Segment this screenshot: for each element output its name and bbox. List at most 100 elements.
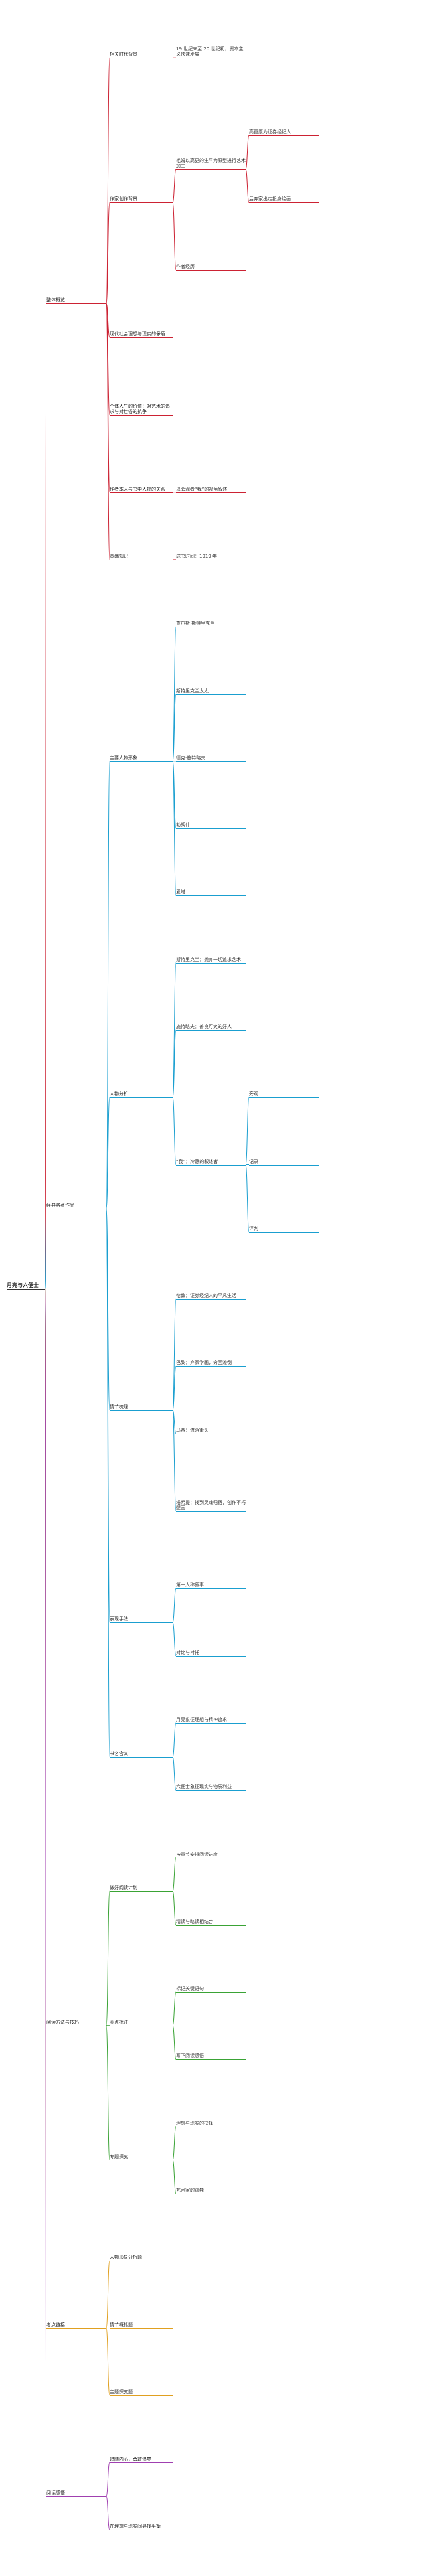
- topic-node: 表现手法: [110, 1616, 173, 1624]
- connector-line: [106, 2496, 110, 2530]
- connector-line: [172, 169, 177, 203]
- topic-node: 基础知识: [110, 554, 173, 560]
- topic-node: 斯特里克兰太太: [176, 688, 246, 695]
- connector-line: [106, 303, 110, 560]
- connector-line: [172, 761, 177, 896]
- connector-line: [106, 1208, 110, 1758]
- topic-node: 做好阅读计划: [110, 1885, 173, 1892]
- connector-line: [172, 1756, 177, 1791]
- connector-line: [172, 2025, 177, 2060]
- topic-node: 勃朗什: [176, 822, 246, 830]
- connector-line: [172, 202, 177, 271]
- connector-line: [172, 1029, 177, 1098]
- connector-line: [245, 1164, 250, 1233]
- topic-node: 斯特里克兰：抛弃一切追求艺术: [176, 957, 246, 964]
- branch-node: 阅读感悟: [46, 2490, 106, 2497]
- topic-node: 按章节安排阅读进度: [176, 1852, 246, 1858]
- connector-line: [172, 694, 177, 762]
- connector-line: [172, 1365, 177, 1411]
- connector-line: [106, 761, 110, 1209]
- topic-node: 高更原为证券经纪人: [249, 129, 319, 137]
- connector-line: [172, 2126, 177, 2160]
- topic-node: 作者经历: [176, 264, 246, 271]
- connector-line: [172, 1622, 177, 1657]
- topic-node: 追随内心，勇敢追梦: [110, 2457, 173, 2464]
- topic-node: 写下阅读感悟: [176, 2053, 246, 2060]
- topic-node: 圈点批注: [110, 2020, 173, 2026]
- connector-line: [172, 1410, 177, 1434]
- connector-line: [172, 1722, 177, 1758]
- connector-line: [172, 2159, 177, 2194]
- connector-line: [245, 1097, 250, 1166]
- connector-line: [106, 1097, 110, 1209]
- topic-node: 在理想与现实间寻找平衡: [110, 2524, 173, 2531]
- topic-node: 人物形象分析题: [110, 2255, 173, 2262]
- topic-node: 标记关键语句: [176, 1986, 246, 1993]
- topic-node: 作家创作背景: [110, 196, 173, 204]
- topic-node: 六便士象征现实与物质利益: [176, 1784, 246, 1791]
- topic-node: 人物分析: [110, 1091, 173, 1099]
- topic-node: 以旁观者“我”的视角叙述: [176, 487, 246, 493]
- topic-node: 旁观: [249, 1091, 319, 1099]
- connector-line: [172, 1857, 177, 1892]
- connector-line: [106, 202, 110, 304]
- connector-line: [172, 1588, 177, 1623]
- connector-line: [106, 2328, 110, 2396]
- connector-line: [172, 1097, 177, 1166]
- topic-node: “我”：冷静的叙述者: [176, 1159, 246, 1166]
- topic-node: 第一人称叙事: [176, 1582, 246, 1590]
- topic-node: 专题探究: [110, 2154, 173, 2161]
- connector-line: [106, 1208, 110, 1411]
- topic-node: 德克·施特略夫: [176, 755, 246, 762]
- connector-line: [44, 303, 47, 1289]
- topic-node: 施特略夫：善良可笑的好人: [176, 1024, 246, 1031]
- topic-node: 毛姆以高更的生平为原型进行艺术加工: [176, 157, 246, 170]
- branch-node: 阅读方法与技巧: [46, 2020, 106, 2026]
- topic-node: 查尔斯·斯特里克兰: [176, 621, 246, 628]
- topic-node: 艺术家的孤独: [176, 2188, 246, 2194]
- connector-line: [172, 1890, 177, 1926]
- topic-node: 巴黎：弃家学画，穷困潦倒: [176, 1360, 246, 1367]
- branch-node: 经典名著作品: [46, 1203, 106, 1209]
- topic-node: 理想与现实的抉择: [176, 2121, 246, 2127]
- topic-node: 马赛：流落街头: [176, 1428, 246, 1434]
- root-node: 月亮与六便士: [7, 1282, 45, 1290]
- connector-line: [106, 2025, 110, 2160]
- topic-node: 评判: [249, 1226, 319, 1233]
- connector-line: [106, 2260, 110, 2329]
- topic-node: 精读与略读相结合: [176, 1919, 246, 1926]
- topic-node: 主要人物形象: [110, 755, 173, 762]
- topic-node: 月亮象征理想与精神追求: [176, 1717, 246, 1724]
- topic-node: 塔希提：找到灵魂归宿，创作不朽壁画: [176, 1499, 246, 1512]
- connector-line: [245, 135, 250, 170]
- topic-node: 书名含义: [110, 1751, 173, 1758]
- topic-node: 作者本人与书中人物的关系: [110, 487, 173, 493]
- topic-node: 个体人生的价值：对艺术的追求与对世俗的抗争: [110, 404, 173, 416]
- topic-node: 现代社会理想与现实的矛盾: [110, 331, 173, 338]
- branch-node: 考点链接: [46, 2322, 106, 2329]
- connector-line: [106, 303, 110, 416]
- connector-line: [172, 761, 177, 829]
- connector-line: [106, 303, 110, 338]
- topic-node: 主题探究题: [110, 2389, 173, 2396]
- topic-node: 对比与衬托: [176, 1650, 246, 1657]
- topic-node: 后弃家出走投身绘画: [249, 196, 319, 204]
- connector-line: [44, 1288, 47, 2496]
- connector-line: [106, 2462, 110, 2497]
- branch-node: 整体概览: [46, 297, 106, 305]
- topic-node: 记录: [249, 1159, 319, 1166]
- connector-line: [172, 1410, 177, 1512]
- connector-line: [245, 169, 250, 203]
- connector-line: [106, 1890, 110, 2026]
- connector-line: [172, 1991, 177, 2026]
- topic-node: 情节概括题: [110, 2322, 173, 2329]
- topic-node: 情节梳理: [110, 1404, 173, 1411]
- topic-node: 爱塔: [176, 889, 246, 897]
- topic-node: 成书时间：1919 年: [176, 554, 246, 560]
- topic-node: 19 世纪末至 20 世纪初，资本主义快速发展: [176, 46, 246, 59]
- connector-line: [44, 1208, 47, 1289]
- topic-node: 相关时代背景: [110, 52, 173, 59]
- topic-node: 伦敦：证券经纪人的平凡生活: [176, 1293, 246, 1300]
